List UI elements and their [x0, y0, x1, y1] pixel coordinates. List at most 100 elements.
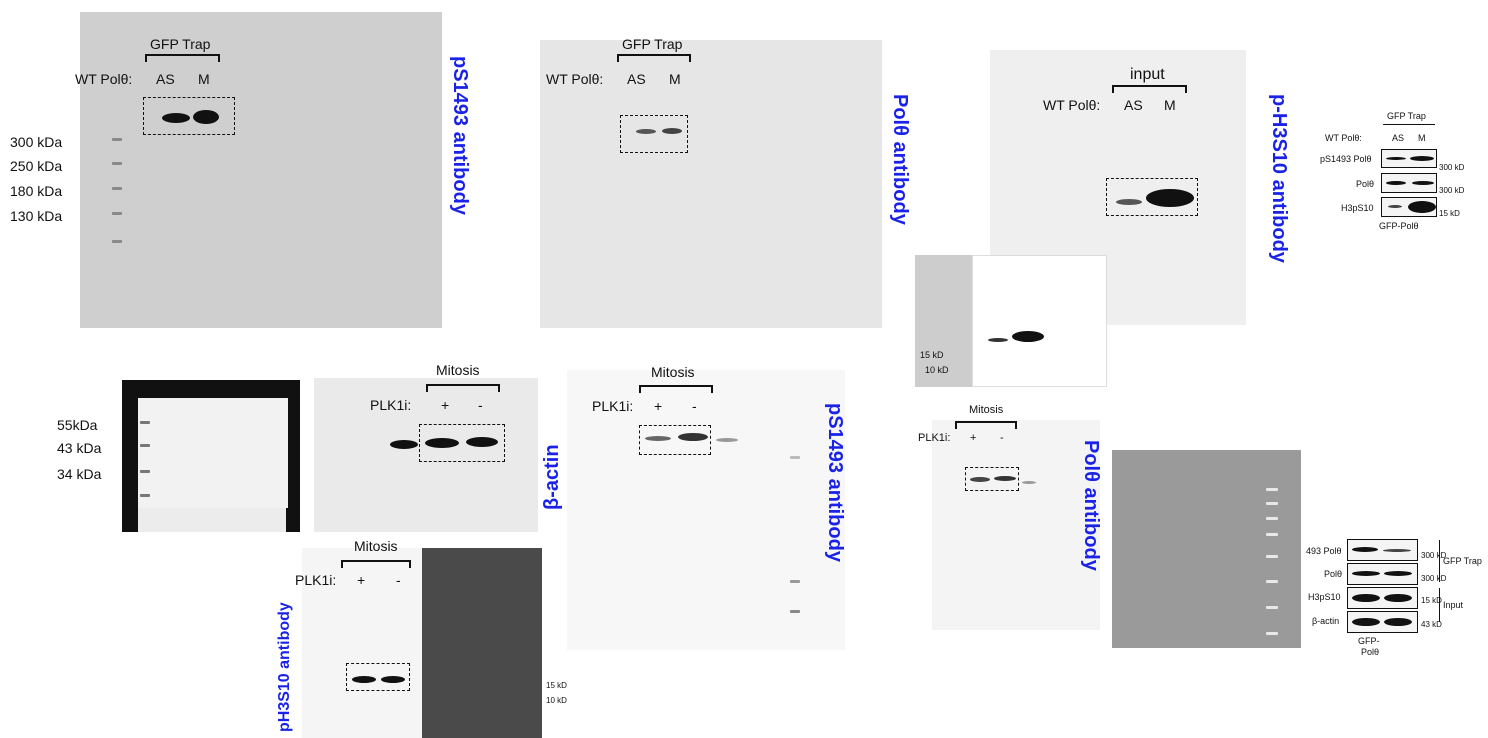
marker-label: 130 kDa — [10, 208, 63, 224]
group-divider — [1439, 588, 1440, 622]
lane-label: - — [478, 397, 483, 413]
band — [1352, 594, 1380, 602]
ladder-band — [112, 212, 122, 215]
row-label: WT Polθ: — [546, 71, 604, 87]
band — [994, 476, 1016, 481]
blot-beta-actin-membrane — [138, 398, 288, 508]
band — [1352, 571, 1380, 576]
panel-title: pS1493 antibody — [824, 403, 846, 562]
band — [1383, 549, 1411, 552]
summary-size: 300 kD — [1439, 163, 1465, 172]
ladder-band — [1266, 606, 1278, 609]
lane-label: + — [441, 397, 450, 413]
lane-label: AS — [1124, 97, 1143, 113]
blot-inset — [972, 255, 1107, 387]
ladder-band — [1266, 580, 1278, 583]
summary-row-name: H3pS10 — [1341, 203, 1374, 213]
band — [381, 676, 405, 683]
bracket — [145, 54, 220, 62]
summary-strip — [1347, 563, 1418, 585]
ladder-band — [1266, 488, 1278, 491]
ladder-band — [112, 162, 122, 165]
panel-title: pS1493 antibody — [449, 56, 471, 215]
ladder-band — [140, 444, 150, 447]
summary-row-name: pS1493 Polθ — [1320, 154, 1372, 164]
band — [1384, 618, 1412, 626]
row-label: WT Polθ: — [75, 71, 133, 87]
summary-strip — [1381, 173, 1437, 193]
group-label: GFP Trap — [1443, 556, 1482, 566]
marker-label: 34 kDa — [57, 466, 102, 482]
lane-label: M — [669, 71, 681, 87]
summary-size: 300 kD — [1421, 574, 1447, 583]
bracket — [426, 384, 500, 392]
band — [193, 110, 219, 124]
blot-beta-actin — [314, 378, 538, 532]
ladder-band — [112, 240, 122, 243]
bracket-label: Mitosis — [651, 364, 695, 380]
marker-label: 250 kDa — [10, 158, 63, 174]
bracket-label: Mitosis — [354, 538, 398, 554]
ladder-band — [790, 580, 800, 583]
lane-label: AS — [627, 71, 646, 87]
bracket-label: input — [1130, 66, 1165, 83]
summary-size: 15 kD — [1421, 596, 1442, 605]
bracket-label: Mitosis — [969, 404, 1004, 416]
panel-title: β-actin — [541, 444, 563, 510]
ladder-band — [112, 138, 122, 141]
row-label: WT Polθ: — [1043, 97, 1101, 113]
summary-lane: AS — [1392, 133, 1405, 143]
bracket — [341, 560, 411, 568]
blot-poltheta-mitosis — [932, 420, 1100, 630]
band — [425, 438, 459, 448]
band — [1022, 481, 1036, 484]
marker-label: 10 kD — [546, 696, 567, 705]
ladder-band — [790, 610, 800, 613]
band-highlight — [419, 424, 505, 462]
blot-ph3s10-dark — [422, 548, 542, 738]
bracket — [955, 421, 1017, 429]
summary-bracket — [1383, 124, 1435, 125]
blot-inset-ladder — [915, 255, 972, 387]
panel-title: pH3S10 antibody — [276, 602, 293, 732]
ladder-band — [790, 456, 800, 459]
ladder-band — [140, 421, 150, 424]
panel-title: Polθ antibody — [889, 94, 911, 225]
ladder-band — [1266, 555, 1278, 558]
summary-strip — [1347, 539, 1418, 561]
lane-label: - — [396, 572, 401, 588]
band — [1146, 189, 1194, 207]
summary-row-label: WT Polθ: — [1325, 133, 1362, 143]
summary-row-name: 493 Polθ — [1306, 546, 1342, 556]
band — [1408, 201, 1436, 213]
panel-title: Polθ antibody — [1080, 440, 1102, 571]
band — [1116, 199, 1142, 205]
band — [645, 436, 671, 441]
blot-ph3s10-mitosis — [302, 548, 422, 738]
band — [1412, 181, 1434, 185]
ladder-band — [1266, 632, 1278, 635]
group-divider — [1439, 540, 1440, 582]
ladder-band — [1266, 517, 1278, 520]
band — [988, 338, 1008, 342]
band-highlight — [143, 97, 235, 135]
band — [1352, 618, 1380, 626]
marker-label: 15 kD — [920, 350, 944, 360]
blot-beta-actin-membrane — [138, 508, 286, 532]
lane-label: M — [1164, 97, 1176, 113]
row-label: PLK1i: — [370, 397, 412, 413]
summary-row-name: β-actin — [1312, 616, 1340, 626]
group-label: Input — [1443, 600, 1464, 610]
bracket-label: GFP Trap — [150, 36, 211, 52]
summary-footer: GFP-Polθ — [1379, 221, 1419, 231]
band-highlight — [346, 663, 410, 691]
bracket — [617, 54, 691, 62]
summary-strip — [1347, 587, 1418, 609]
summary-footer: Polθ — [1361, 647, 1380, 657]
band — [678, 433, 708, 441]
band — [1410, 156, 1434, 161]
blot-gray-ladder — [1112, 450, 1301, 648]
band — [1386, 157, 1406, 160]
band-highlight — [1106, 178, 1198, 216]
summary-header: GFP Trap — [1387, 111, 1426, 121]
